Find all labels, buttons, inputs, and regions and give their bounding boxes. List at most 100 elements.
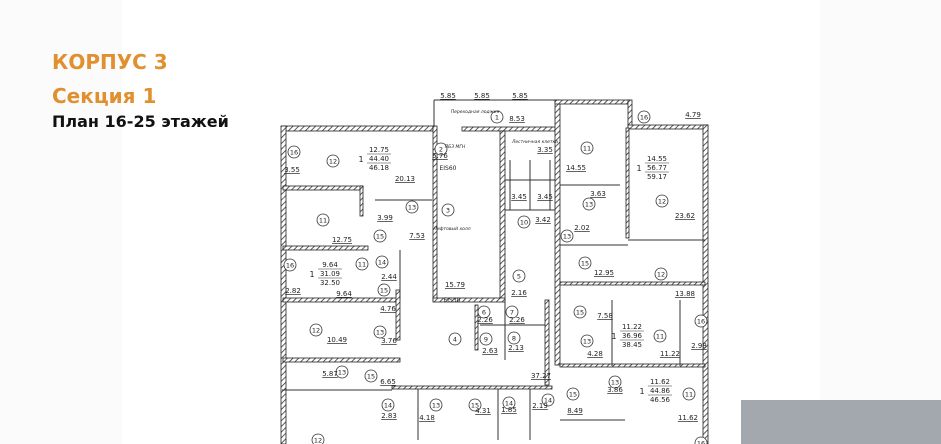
area-label: 23.62 <box>675 212 695 220</box>
room-marker-circle <box>582 197 596 211</box>
room-marker-number: 14 <box>544 397 552 405</box>
room-marker-circle <box>355 257 369 271</box>
room-marker-circle <box>580 141 594 155</box>
area-label: 10.49 <box>327 336 347 344</box>
apartment-living-area: 9.64 <box>322 261 338 269</box>
room-marker-circle <box>373 229 387 243</box>
area-label: 11.22 <box>660 350 680 358</box>
floor-plan-title: План 16-25 этажей <box>52 112 229 131</box>
area-label: 5.87 <box>322 370 338 378</box>
area-label: 5.76 <box>432 152 448 160</box>
room-marker-circle <box>364 369 378 383</box>
room-marker-circle <box>655 194 669 208</box>
room-marker-number: 13 <box>583 338 591 346</box>
area-label: 1.85 <box>501 406 517 414</box>
apartment-gross-area: 38.45 <box>622 341 642 349</box>
room-marker-circle <box>335 365 349 379</box>
room-marker-circle <box>309 323 323 337</box>
area-label: 2.82 <box>285 287 301 295</box>
room-marker-circle <box>429 398 443 412</box>
room-marker-circle <box>512 269 526 283</box>
apartment-total-area: 36.96 <box>622 332 643 340</box>
room-marker-number: 16 <box>290 149 298 157</box>
room-marker-number: 15 <box>569 391 577 399</box>
room-marker-number: 13 <box>376 329 384 337</box>
room-marker-circle <box>573 305 587 319</box>
area-label: 2.13 <box>508 344 524 352</box>
apartment-living-area: 11.22 <box>622 323 642 331</box>
area-label: 8.49 <box>567 407 583 415</box>
room-marker-circle <box>468 398 482 412</box>
room-marker-circle <box>375 255 389 269</box>
area-label: 2.44 <box>381 273 397 281</box>
building-title: КОРПУС 3 <box>52 50 168 74</box>
area-label: 2.83 <box>381 412 397 420</box>
area-label: 2.98 <box>691 342 707 350</box>
area-label: 2.16 <box>511 289 527 297</box>
room-marker-circle <box>566 387 580 401</box>
area-label: 3.86 <box>607 386 623 394</box>
area-label: 2.26 <box>509 316 525 324</box>
room-marker-circle <box>654 267 668 281</box>
room-marker-circle <box>694 314 708 328</box>
room-marker-circle <box>311 433 325 444</box>
room-marker-circle <box>653 329 667 343</box>
area-label: 7.58 <box>597 312 613 320</box>
room-marker-number: 14 <box>384 402 392 410</box>
area-label: 3.55 <box>284 166 300 174</box>
area-label: 3.35 <box>537 146 553 154</box>
room-marker-number: 13 <box>432 402 440 410</box>
room-marker-circle <box>505 305 519 319</box>
room-marker-number: 12 <box>329 158 337 166</box>
area-label: 2.02 <box>574 224 590 232</box>
room-marker-circle <box>448 332 462 346</box>
room-marker-circle <box>287 145 301 159</box>
room-marker-number: 7 <box>510 309 514 317</box>
walls <box>280 99 709 444</box>
apartment-living-area: 12.75 <box>369 146 389 154</box>
room-marker-circle <box>507 331 521 345</box>
room-marker-circle <box>377 283 391 297</box>
area-label: 5.85 <box>440 92 456 100</box>
room-marker-number: 13 <box>408 204 416 212</box>
apartment-living-area: 11.62 <box>650 378 670 386</box>
room-marker-number: 11 <box>685 391 693 399</box>
room-marker-circle <box>578 256 592 270</box>
lift-hall-annotation: Лифтовый холл <box>432 226 470 232</box>
fire-door-label: EIS30 <box>443 297 460 304</box>
room-marker-circle <box>373 325 387 339</box>
area-label: 4.31 <box>475 407 491 415</box>
apartment-room-count: 1 <box>639 387 644 396</box>
room-marker-circle <box>637 110 651 124</box>
area-label: 2.63 <box>482 347 498 355</box>
area-label: 4.76 <box>380 305 396 313</box>
stair-annotation: Лестничная клетка <box>511 139 558 145</box>
room-marker-number: 1 <box>495 114 499 122</box>
room-marker-number: 14 <box>505 400 513 408</box>
loggia-annotation: Переходная лоджия <box>451 109 500 115</box>
area-label: 7.53 <box>409 232 425 240</box>
room-marker-number: 16 <box>286 262 294 270</box>
room-marker-circle <box>434 142 448 156</box>
room-marker-number: 13 <box>563 233 571 241</box>
room-marker-circle <box>541 393 555 407</box>
room-marker-circle <box>682 387 696 401</box>
room-marker-circle <box>477 305 491 319</box>
area-label: 11.62 <box>678 414 698 422</box>
room-marker-number: 10 <box>520 219 528 227</box>
room-marker-number: 13 <box>338 369 346 377</box>
area-label: 37.27 <box>531 372 551 380</box>
apartment-gross-area: 59.17 <box>647 173 667 181</box>
room-marker-number: 12 <box>658 198 666 206</box>
area-label: 15.79 <box>445 281 465 289</box>
room-marker-number: 12 <box>657 271 665 279</box>
partitions <box>282 99 705 440</box>
area-label: 8.53 <box>509 115 525 123</box>
room-marker-number: 5 <box>517 273 521 281</box>
room-marker-number: 9 <box>484 336 488 344</box>
room-marker-circle <box>316 213 330 227</box>
safety-zone-annotation: ПБЗ МГН <box>445 144 466 150</box>
area-label: 20.13 <box>395 175 415 183</box>
room-marker-number: 14 <box>378 259 386 267</box>
